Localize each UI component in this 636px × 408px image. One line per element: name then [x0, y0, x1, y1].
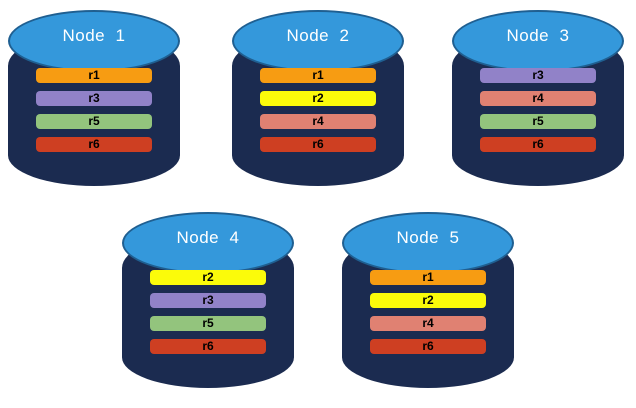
- record-chip[interactable]: r3: [36, 91, 152, 106]
- cylinder-top-icon: [232, 10, 404, 72]
- record-chip[interactable]: r4: [480, 91, 596, 106]
- record-chip[interactable]: r1: [36, 68, 152, 83]
- record-chip[interactable]: r1: [370, 270, 486, 285]
- cylinder-top-icon: [342, 212, 514, 274]
- record-chip[interactable]: r2: [260, 91, 376, 106]
- record-chip[interactable]: r6: [480, 137, 596, 152]
- record-list: r1 r2 r4 r6: [260, 68, 376, 152]
- record-chip[interactable]: r6: [150, 339, 266, 354]
- record-chip[interactable]: r6: [260, 137, 376, 152]
- record-chip[interactable]: r3: [150, 293, 266, 308]
- record-chip[interactable]: r2: [150, 270, 266, 285]
- record-chip[interactable]: r3: [480, 68, 596, 83]
- record-chip[interactable]: r6: [370, 339, 486, 354]
- record-chip[interactable]: r6: [36, 137, 152, 152]
- cylinder-top-icon: [8, 10, 180, 72]
- record-list: r1 r3 r5 r6: [36, 68, 152, 152]
- record-list: r1 r2 r4 r6: [370, 270, 486, 354]
- record-list: r2 r3 r5 r6: [150, 270, 266, 354]
- record-chip[interactable]: r5: [150, 316, 266, 331]
- record-list: r3 r4 r5 r6: [480, 68, 596, 152]
- cylinder-top-icon: [452, 10, 624, 72]
- record-chip[interactable]: r5: [36, 114, 152, 129]
- record-chip[interactable]: r5: [480, 114, 596, 129]
- record-chip[interactable]: r2: [370, 293, 486, 308]
- record-chip[interactable]: r4: [260, 114, 376, 129]
- record-chip[interactable]: r4: [370, 316, 486, 331]
- cylinder-top-icon: [122, 212, 294, 274]
- record-chip[interactable]: r1: [260, 68, 376, 83]
